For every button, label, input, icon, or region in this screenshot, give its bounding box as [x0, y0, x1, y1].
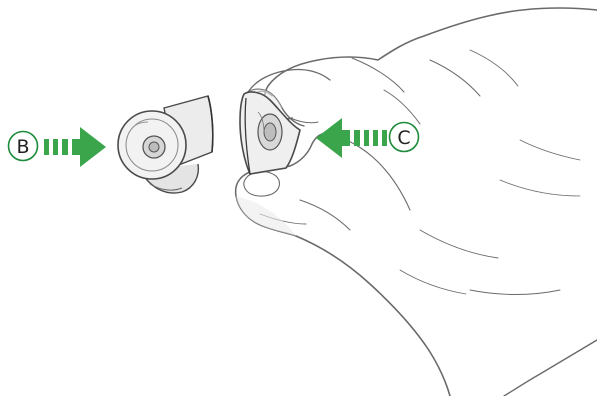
callout-c-label: C: [397, 127, 410, 149]
callout-b-label: B: [16, 136, 29, 158]
